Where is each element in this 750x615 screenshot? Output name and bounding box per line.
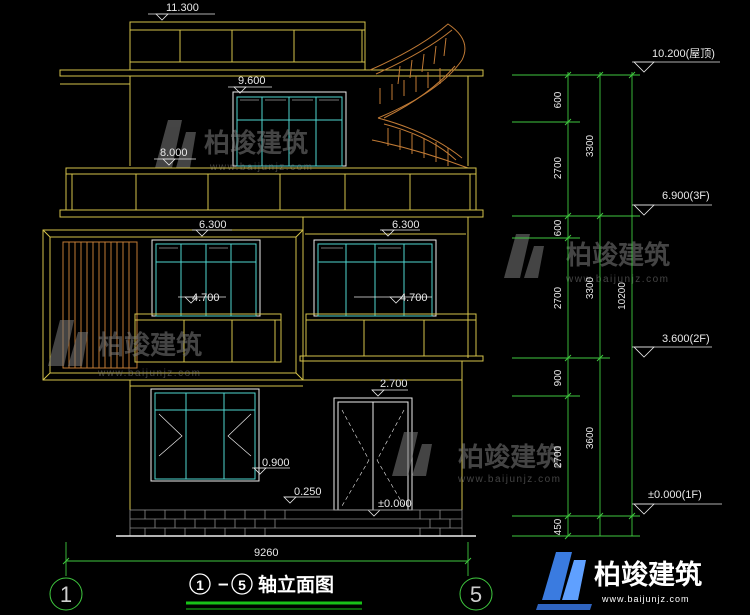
level-text-right-first: ±0.000(1F) <box>648 489 702 501</box>
watermark-url: www.baijunjz.com <box>97 368 201 379</box>
bay-frame-left <box>42 229 304 381</box>
title-text: 轴立面图 <box>258 573 334 596</box>
level-text-step: 0.250 <box>294 486 322 498</box>
wall-ground-floor <box>129 361 463 510</box>
level-text-ground: ±0.000 <box>378 498 412 510</box>
drawing-title: 1 – 5 轴立面图 <box>186 573 362 610</box>
dim-total-10200: 10200 <box>617 282 628 310</box>
axis-bubble-left: 1 <box>49 577 83 611</box>
level-marker-right-third: 6.900(3F) <box>632 190 712 216</box>
watermark-logo-icon <box>155 120 196 168</box>
level-text-door-head: 2.700 <box>380 378 408 390</box>
watermark-brand: 柏竣建筑 <box>204 128 308 158</box>
title-dash: – <box>218 574 229 595</box>
level-mark-balcony-right: 6.300 <box>380 219 420 237</box>
dim-2700-third: 2700 <box>553 156 564 179</box>
level-mark-step: 0.250 <box>283 486 322 504</box>
watermark-url: www.baijunjz.com <box>457 474 561 485</box>
watermark-3: 柏竣建筑 www.baijunjz.com <box>392 432 562 485</box>
window-ground-floor <box>150 388 260 482</box>
dim-600-top: 600 <box>553 91 564 108</box>
dim-900: 900 <box>553 369 564 386</box>
level-mark-sill-left: 4.700 <box>178 292 226 304</box>
level-text-win-sill: 0.900 <box>262 457 290 469</box>
brick-plinth <box>129 509 463 537</box>
dim-3600: 3600 <box>585 426 596 449</box>
level-text-balcony-left: 6.300 <box>199 219 227 231</box>
balcony-railing-right <box>299 313 484 362</box>
level-text-roof-top: 11.300 <box>166 2 199 14</box>
dim-total-width: 9260 <box>254 547 278 559</box>
watermark-brand: 柏竣建筑 <box>458 442 562 472</box>
window-second-left <box>151 239 261 317</box>
horizontal-dimension <box>62 542 472 576</box>
watermark-2: 柏竣建筑 www.baijunjz.com <box>48 320 202 379</box>
watermark-logo-icon <box>392 432 432 476</box>
spiral-staircase <box>369 23 469 169</box>
level-mark-door-head: 2.700 <box>371 378 408 397</box>
title-axis-from: 1 <box>196 577 204 593</box>
window-top-floor <box>232 91 347 167</box>
level-mark-terrace: 8.000 <box>154 147 196 166</box>
level-text-right-roof: 10.200(屋顶) <box>652 47 715 60</box>
brand-logo-icon <box>536 552 592 610</box>
dim-2700-first: 2700 <box>553 445 564 468</box>
watermark-url: www.baijunjz.com <box>565 274 669 285</box>
window-second-right <box>313 239 437 317</box>
brand-logo-text: 柏竣建筑 <box>594 559 702 590</box>
watermark-4: 柏竣建筑 www.baijunjz.com <box>504 234 670 285</box>
level-marker-right-second: 3.600(2F) <box>632 333 712 358</box>
level-text-right-third: 6.900(3F) <box>662 190 710 202</box>
balcony-railing-left <box>134 313 282 363</box>
dim-450: 450 <box>553 518 564 535</box>
dim-3300-upper: 3300 <box>585 134 596 157</box>
level-mark-win-sill: 0.900 <box>252 457 290 475</box>
dim-2700-second: 2700 <box>553 286 564 309</box>
watermark-logo-icon <box>504 234 544 278</box>
level-text-balcony-right: 6.300 <box>392 219 420 231</box>
level-mark-balcony-left: 6.300 <box>192 219 232 237</box>
brand-logo: 柏竣建筑 www.baijunjz.com <box>536 552 702 610</box>
level-mark-parapet: 9.600 <box>228 75 272 94</box>
dimension-chain-right <box>512 71 640 540</box>
axis-bubble-right: 5 <box>459 577 493 611</box>
watermark-logo-icon <box>48 320 88 366</box>
roof-parapet <box>59 21 484 166</box>
axis-label-right: 5 <box>470 582 482 607</box>
dim-3300-lower: 3300 <box>585 276 596 299</box>
brand-logo-url: www.baijunjz.com <box>601 594 690 604</box>
level-marker-right-roof: 10.200(屋顶) <box>632 47 720 73</box>
watermark-brand: 柏竣建筑 <box>566 240 670 270</box>
terrace-railing <box>59 167 484 218</box>
level-mark-roof-top: 11.300 <box>148 2 215 21</box>
vertical-dimension-texts: 600 2700 600 2700 900 2700 450 3300 3300… <box>553 91 628 535</box>
axis-label-left: 1 <box>60 582 72 607</box>
level-text-terrace: 8.000 <box>160 147 188 159</box>
title-axis-to: 5 <box>238 577 246 593</box>
dim-600-mid: 600 <box>553 219 564 236</box>
level-mark-sill-right: 4.700 <box>354 292 432 304</box>
level-text-right-second: 3.600(2F) <box>662 333 710 345</box>
watermark-brand: 柏竣建筑 <box>98 330 202 360</box>
timber-screen <box>62 241 138 369</box>
level-text-sill-right: 4.700 <box>400 292 428 304</box>
level-mark-ground: ±0.000 <box>364 498 412 517</box>
level-text-sill-left: 4.700 <box>192 292 220 304</box>
level-marker-right-first: ±0.000(1F) <box>632 489 722 515</box>
level-text-parapet: 9.600 <box>238 75 266 87</box>
